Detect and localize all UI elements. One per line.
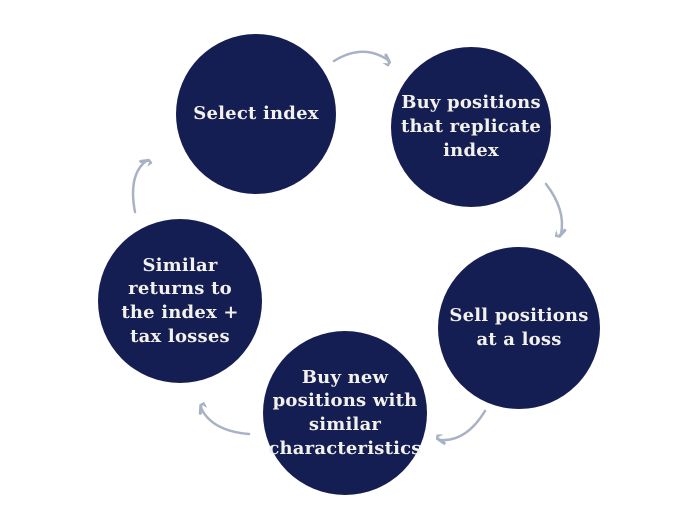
step-label-sell-positions-at-loss: Sell positions at a loss bbox=[449, 305, 589, 350]
curved-arrow-icon-select-to-buy bbox=[332, 50, 388, 61]
curved-arrow-icon-buynew-to-similar bbox=[201, 408, 251, 436]
curved-arrow-icon-buy-to-sell bbox=[544, 182, 562, 234]
step-label-select-index: Select index bbox=[193, 103, 319, 125]
step-circle-select-index: Select index bbox=[176, 34, 336, 194]
step-circle-buy-new-similar-positions: Buy new positions with similar character… bbox=[263, 331, 427, 495]
step-circle-similar-returns-tax-losses: Similar returns to the index + tax losse… bbox=[98, 219, 262, 383]
step-label-buy-replicating-positions: Buy positions that replicate index bbox=[400, 92, 542, 161]
step-circle-buy-replicating-positions: Buy positions that replicate index bbox=[391, 47, 551, 207]
step-circle-sell-positions-at-loss: Sell positions at a loss bbox=[438, 247, 600, 409]
curved-arrow-icon-similar-to-select bbox=[131, 161, 146, 214]
step-label-buy-new-similar-positions: Buy new positions with similar character… bbox=[268, 366, 422, 459]
curved-arrow-icon-sell-to-buynew bbox=[440, 409, 487, 440]
step-label-similar-returns-tax-losses: Similar returns to the index + tax losse… bbox=[121, 254, 239, 347]
